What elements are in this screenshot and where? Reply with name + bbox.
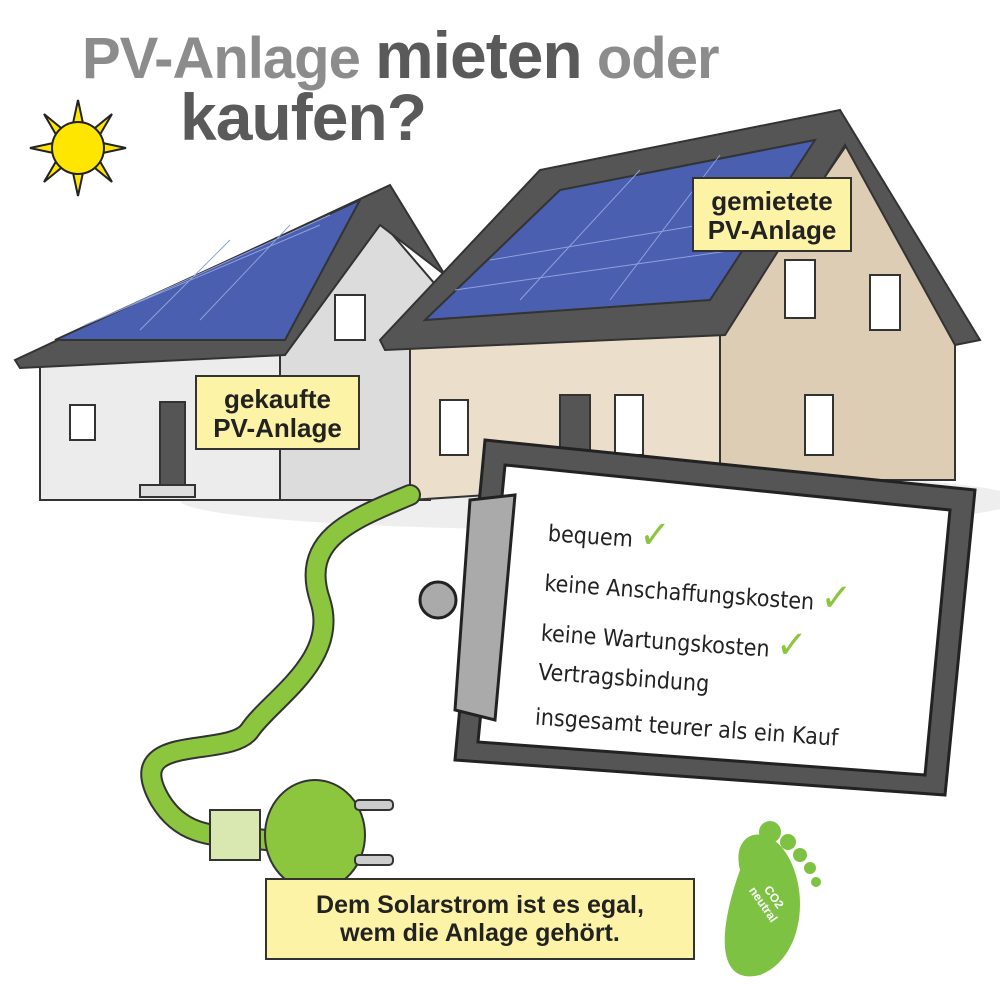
title-part-2: mieten <box>374 18 583 92</box>
sun-icon <box>29 99 127 197</box>
title-part-3: oder <box>596 26 720 91</box>
title-part-4: kaufen? <box>180 80 427 154</box>
title-part-1: PV-Anlage <box>82 26 361 91</box>
page-title-line2: kaufen? <box>180 84 427 150</box>
label-rented-line2: PV-Anlage <box>707 214 837 245</box>
label-rented-line1: gemietete <box>711 186 833 216</box>
label-bought-line2: PV-Anlage <box>213 412 342 443</box>
check-icon: ✓ <box>774 621 809 670</box>
page-title: PV-Anlage mieten oder <box>82 22 720 91</box>
check-icon: ✓ <box>819 574 853 623</box>
right-house <box>378 108 982 502</box>
clipboard <box>418 438 977 797</box>
label-rented: gemietete PV-Anlage <box>692 177 852 252</box>
caption-line1: Dem Solarstrom ist es egal, <box>316 891 644 919</box>
caption-line2: wem die Anlage gehört. <box>340 918 620 947</box>
caption-box: Dem Solarstrom ist es egal, wem die Anla… <box>265 878 695 960</box>
check-icon: ✓ <box>638 511 672 560</box>
list-item-text: bequem <box>547 520 634 553</box>
list-item: bequem ✓ <box>547 505 672 560</box>
footprint-icon <box>724 821 821 977</box>
label-bought-line1: gekaufte <box>224 384 331 414</box>
label-bought: gekaufte PV-Anlage <box>195 375 360 450</box>
power-cable <box>140 484 421 856</box>
plug-icon <box>209 779 394 891</box>
